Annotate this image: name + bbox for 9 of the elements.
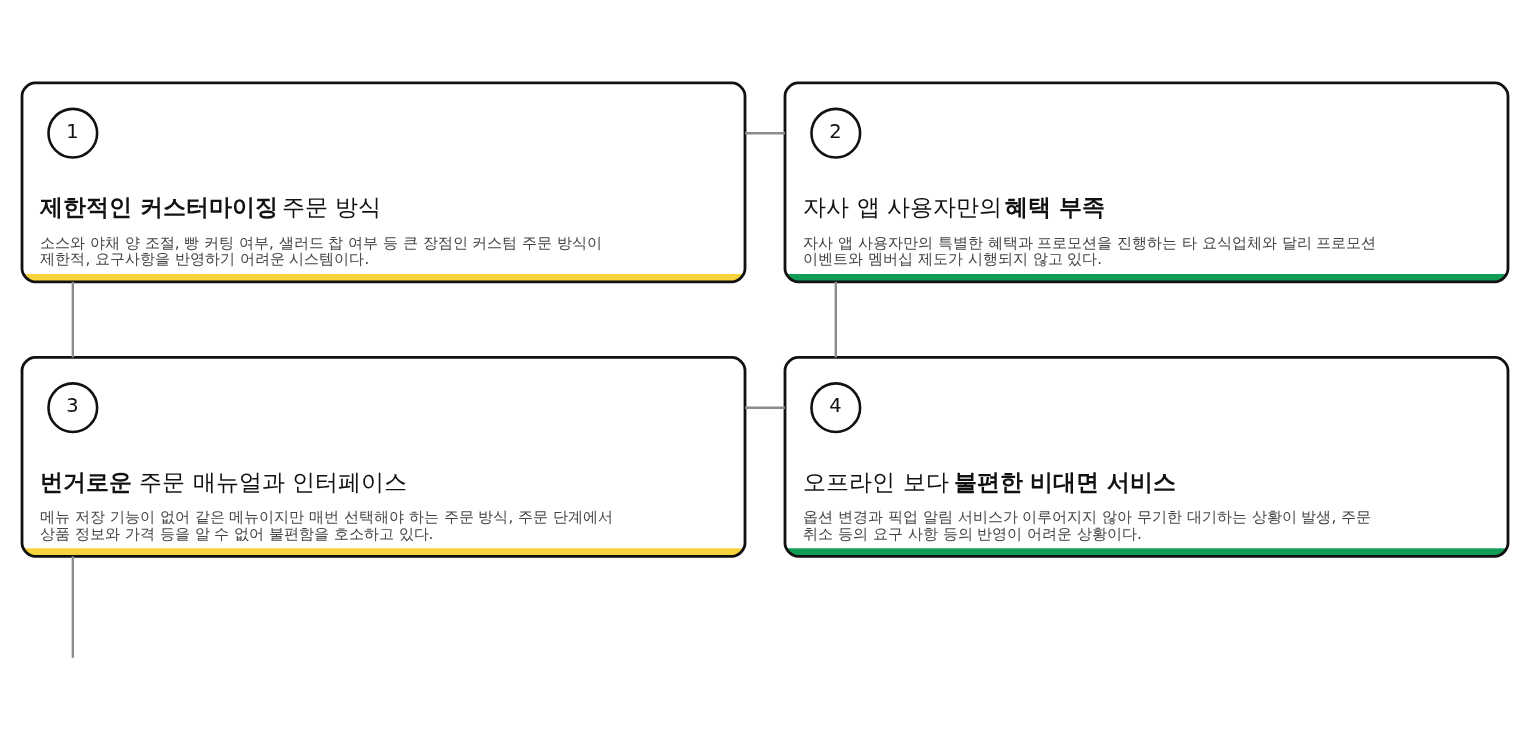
connector [745,406,785,409]
node-circle: 4 [810,382,862,434]
node-circle: 2 [810,107,862,159]
node-circle: 3 [47,382,99,434]
connector [745,132,785,135]
connector [71,281,74,358]
connector [71,556,74,658]
node-circle: 1 [47,107,99,159]
connector [834,281,837,358]
